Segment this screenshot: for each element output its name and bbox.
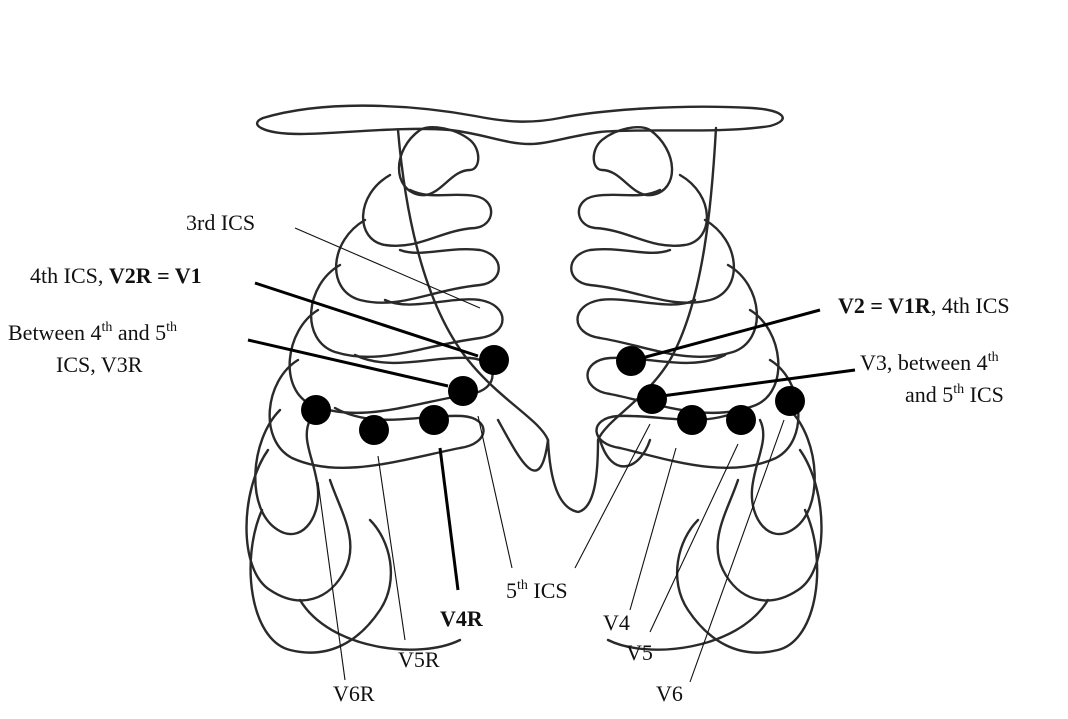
pointer-v5 <box>650 444 738 632</box>
pointer-v3r <box>248 340 448 386</box>
label-v6r: V6R <box>333 681 375 706</box>
pointer-v2r-v1 <box>255 283 478 356</box>
label-v3-line2: and 5th ICS <box>905 382 1004 407</box>
label-between-4th-5th-line2: ICS, V3R <box>56 352 143 377</box>
pointer-lines <box>295 228 784 682</box>
label-4th-ics-v2r-v1: 4th ICS, V2R = V1 <box>30 263 202 288</box>
electrode-v2-v1r <box>616 346 646 376</box>
label-v3-line1: V3, between 4th <box>860 350 999 375</box>
xiphoid-outline <box>498 420 650 471</box>
label-between-4th-5th-line1: Between 4th and 5th <box>8 320 177 345</box>
pointer-v2-v1r <box>642 310 820 358</box>
electrode-v5 <box>726 405 756 435</box>
electrodes <box>301 345 805 445</box>
electrode-v4r <box>419 405 449 435</box>
label-v5: V5 <box>626 640 653 665</box>
electrode-v3r <box>448 376 478 406</box>
electrode-v2r-v1 <box>479 345 509 375</box>
electrode-v6r <box>301 395 331 425</box>
pointer-v5r <box>378 456 405 640</box>
pointer-5th-ics-right <box>478 416 512 568</box>
electrode-v3 <box>637 384 667 414</box>
pointer-3rd-ics <box>295 228 480 308</box>
label-v4: V4 <box>603 610 630 635</box>
electrode-v4 <box>677 405 707 435</box>
pointer-v6 <box>690 420 784 682</box>
pointer-v4 <box>630 448 676 610</box>
pointer-v3 <box>662 370 855 396</box>
label-5th-ics: 5th ICS <box>506 578 568 603</box>
pointer-v4r <box>440 448 458 590</box>
label-3rd-ics: 3rd ICS <box>186 210 255 235</box>
electrode-v5r <box>359 415 389 445</box>
label-v5r: V5R <box>398 647 440 672</box>
label-v4r: V4R <box>440 606 484 631</box>
clavicle <box>257 106 783 144</box>
label-v6: V6 <box>656 681 683 706</box>
electrode-v6 <box>775 386 805 416</box>
label-v2-v1r: V2 = V1R, 4th ICS <box>838 293 1010 318</box>
